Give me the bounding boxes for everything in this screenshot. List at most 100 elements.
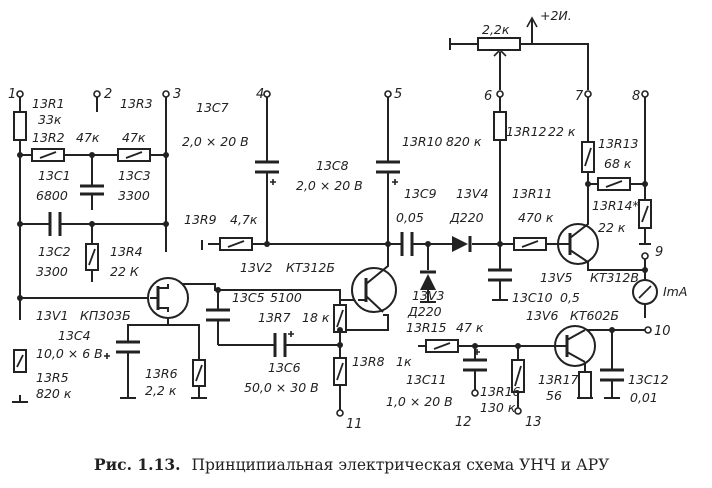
terminals xyxy=(16,90,652,417)
v4-value: Д220 xyxy=(449,210,484,225)
r13-value: 68 к xyxy=(604,156,632,171)
v5-ref: 13V5 xyxy=(540,270,572,285)
r7-ref: 13R7 xyxy=(258,310,291,325)
capacitors xyxy=(48,160,624,382)
figure-caption: Рис. 1.13. Принципиальная электрическая … xyxy=(94,455,610,474)
terminal-12: 12 xyxy=(455,415,472,430)
meter-label: ImA xyxy=(663,284,687,299)
wires xyxy=(19,38,646,410)
r5-value: 820 к xyxy=(36,386,72,401)
terminal-9: 9 xyxy=(655,245,663,260)
c1-ref: 13C1 xyxy=(38,168,71,183)
v1-value: КП303Б xyxy=(80,308,131,323)
c6-value: 50,0 × 30 В xyxy=(244,380,319,395)
r1-ref: 13R1 xyxy=(32,96,65,111)
c12-ref: 13C12 xyxy=(628,372,669,387)
r11-value: 470 к xyxy=(518,210,554,225)
r12-ref: 13R12 xyxy=(506,124,547,139)
terminal-2: 2 xyxy=(104,87,112,102)
r17-ref: 13R17 xyxy=(538,372,579,387)
component-labels: 13R1 33к 13R2 47к 13R3 47к 13C1 6800 13C… xyxy=(32,8,687,415)
v3-value: Д220 xyxy=(407,304,442,319)
r9-ref: 13R9 xyxy=(184,212,217,227)
c10-ref: 13C10 xyxy=(512,290,553,305)
v5-value: КТ312В xyxy=(590,270,639,285)
r16-ref: 13R16 xyxy=(480,384,521,399)
c9-ref: 13C9 xyxy=(404,186,437,201)
c1-value: 6800 xyxy=(36,188,68,203)
terminal-5: 5 xyxy=(394,87,402,102)
c5-ref: 13C5 xyxy=(232,290,265,305)
c3-ref: 13C3 xyxy=(118,168,151,183)
supply-arrow xyxy=(526,16,538,44)
r14-ref: 13R14* xyxy=(592,198,639,213)
terminal-3: 3 xyxy=(173,87,181,102)
v6-ref: 13V6 xyxy=(526,308,558,323)
r15-ref: 13R15 xyxy=(406,320,447,335)
r11-ref: 13R11 xyxy=(512,186,553,201)
r17-value: 56 xyxy=(546,388,562,403)
r3-value: 47к xyxy=(122,130,146,145)
r5-ref: 13R5 xyxy=(36,370,69,385)
r10-value: 820 к xyxy=(446,134,482,149)
caption-prefix: Рис. 1.13. xyxy=(94,455,181,474)
r6-value: 2,2 к xyxy=(145,383,177,398)
r4-ref: 13R4 xyxy=(110,244,143,259)
terminal-numbers: 1 2 3 4 5 6 7 8 9 10 11 12 13 xyxy=(8,87,671,432)
r1-value: 33к xyxy=(38,112,62,127)
supply-label: +2И. xyxy=(540,8,572,23)
ammeter xyxy=(632,279,658,305)
terminal-10: 10 xyxy=(654,324,671,339)
r8-value: 1к xyxy=(396,354,412,369)
c7-ref: 13C7 xyxy=(196,100,229,115)
r2-ref: 13R2 xyxy=(32,130,65,145)
c11-ref: 13C11 xyxy=(406,372,447,387)
terminal-11: 11 xyxy=(346,417,363,432)
resistors xyxy=(13,37,652,399)
terminal-13: 13 xyxy=(525,415,542,430)
v2-ref: 13V2 xyxy=(240,260,272,275)
r13-ref: 13R13 xyxy=(598,136,639,151)
v3-ref: 13V3 xyxy=(412,288,444,303)
c4-value: 10,0 × 6 В xyxy=(36,346,103,361)
v6-value: КТ602Б xyxy=(570,308,619,323)
c11-value: 1,0 × 20 В xyxy=(386,394,453,409)
r6-ref: 13R6 xyxy=(145,366,178,381)
r4-value: 22 К xyxy=(110,264,140,279)
c7-value: 2,0 × 20 В xyxy=(182,134,249,149)
junctions xyxy=(17,152,648,349)
v1-ref: 13V1 xyxy=(36,308,68,323)
r8-ref: 13R8 xyxy=(352,354,385,369)
c8-value: 2,0 × 20 В xyxy=(296,178,363,193)
terminal-1: 1 xyxy=(8,87,16,102)
v4-ref: 13V4 xyxy=(456,186,488,201)
terminal-7: 7 xyxy=(575,89,584,104)
v2-value: КТ312Б xyxy=(286,260,335,275)
terminal-6: 6 xyxy=(484,89,492,104)
r12-value: 22 к xyxy=(548,124,576,139)
r15-value: 47 к xyxy=(456,320,484,335)
grounds xyxy=(12,240,651,403)
terminal-8: 8 xyxy=(632,89,640,104)
c2-value: 3300 xyxy=(36,264,68,279)
transistors xyxy=(147,215,599,367)
r7-value: 18 к xyxy=(302,310,330,325)
terminal-4: 4 xyxy=(256,87,264,102)
c6-ref: 13C6 xyxy=(268,360,301,375)
r10-ref: 13R10 xyxy=(402,134,443,149)
c10-value: 0,5 xyxy=(560,290,580,305)
diodes xyxy=(420,236,472,290)
pot-value: 2,2к xyxy=(482,22,510,37)
r9-value: 4,7к xyxy=(230,212,258,227)
c9-value: 0,05 xyxy=(396,210,424,225)
c8-ref: 13C8 xyxy=(316,158,349,173)
r14-value: 22 к xyxy=(598,220,626,235)
c3-value: 3300 xyxy=(118,188,150,203)
r2-value: 47к xyxy=(76,130,100,145)
r3-ref: 13R3 xyxy=(120,96,153,111)
caption-text: Принципиальная электрическая схема УНЧ и… xyxy=(191,456,610,474)
c2-ref: 13C2 xyxy=(38,244,71,259)
c4-ref: 13C4 xyxy=(58,328,91,343)
c5-value: 5100 xyxy=(270,290,302,305)
